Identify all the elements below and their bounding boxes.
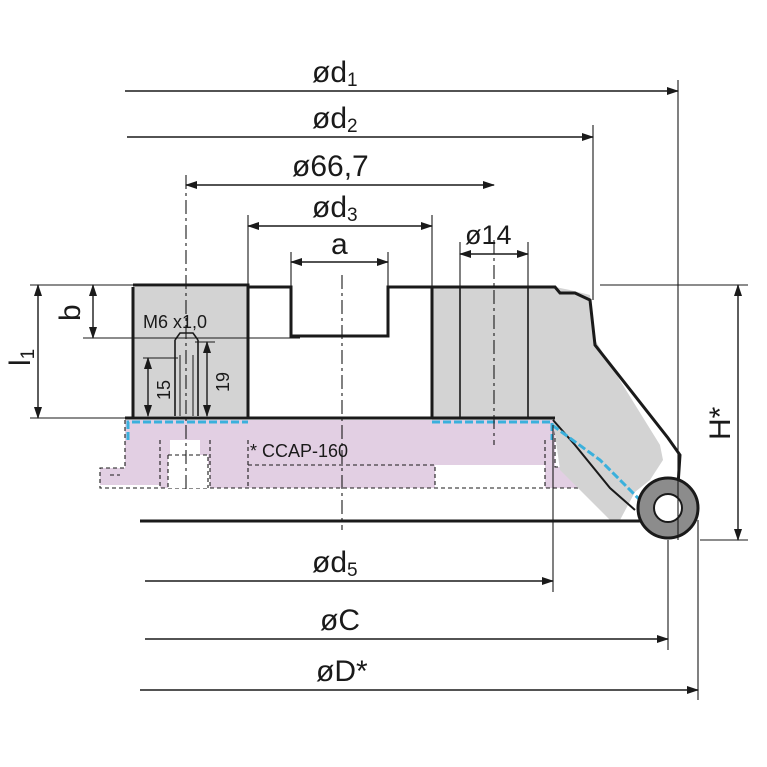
label-d14: ø14: [465, 220, 512, 250]
cyan-contact-line: [126, 420, 642, 502]
label-ccap: * CCAP-160: [250, 441, 348, 461]
label-l1: l1: [4, 349, 39, 366]
bore-lines: [459, 288, 529, 418]
label-m6: M6 x1,0: [143, 312, 207, 332]
insert-hole: [653, 493, 683, 523]
adapter-fill: [100, 420, 580, 488]
label-dstar: øD*: [316, 655, 368, 688]
label-d667: ø66,7: [292, 150, 369, 183]
adapter-inner-hidden: [110, 440, 546, 488]
body-left-block: [133, 287, 248, 416]
label-a: a: [331, 228, 348, 261]
adapter-ccap: [99, 420, 581, 489]
adapter-bolt-hole-outline: [167, 454, 209, 488]
label-d3: ød3: [312, 191, 358, 226]
adapter-hidden-outline: [99, 420, 581, 489]
adapter-bolt-hole: [168, 455, 208, 488]
label-d2: ød2: [312, 102, 358, 137]
label-15: 15: [154, 380, 174, 400]
label-c: øC: [320, 604, 360, 637]
label-h: H*: [704, 406, 737, 440]
cutter-body: [125, 283, 682, 523]
cutting-insert: [636, 476, 700, 540]
body-right-block: [432, 287, 663, 520]
label-b: b: [54, 304, 87, 321]
label-d1: ød1: [312, 56, 358, 91]
label-d5: ød5: [312, 546, 358, 581]
label-19: 19: [213, 372, 233, 392]
screw-hole: [174, 332, 199, 416]
